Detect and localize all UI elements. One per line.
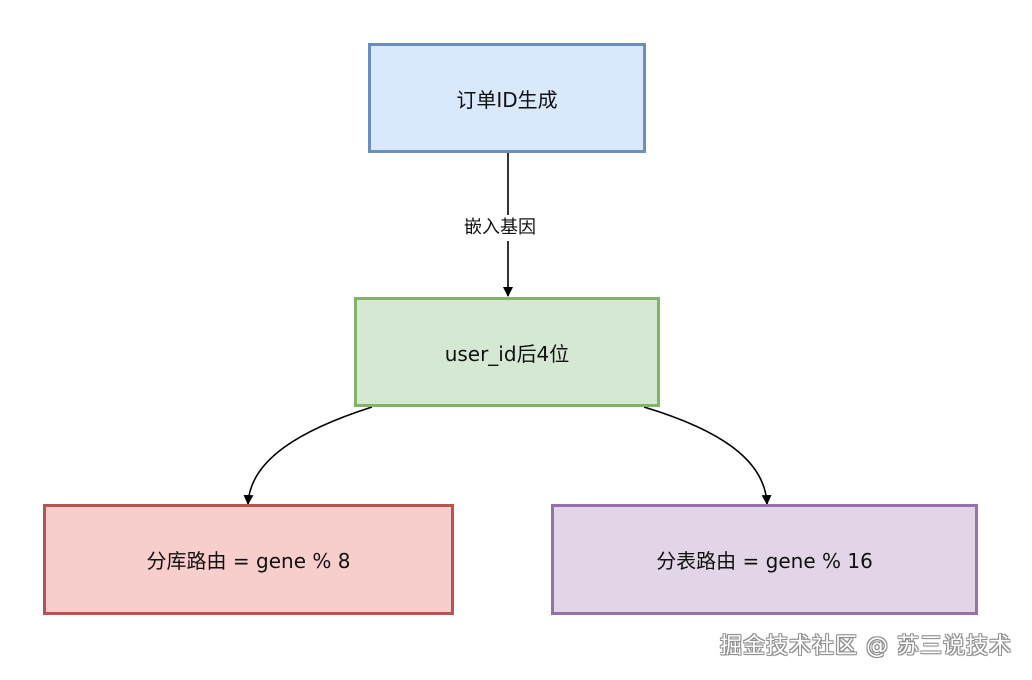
node-user-id-last-4: user_id后4位 bbox=[354, 297, 660, 407]
watermark: 掘金技术社区 @ 苏三说技术 bbox=[720, 634, 1012, 659]
edge-user-to-db bbox=[243, 406, 373, 505]
edge-user-to-table bbox=[643, 406, 772, 505]
node-table-routing: 分表路由 = gene % 16 bbox=[551, 504, 978, 615]
node-db-routing: 分库路由 = gene % 8 bbox=[43, 504, 454, 615]
node-label: user_id后4位 bbox=[444, 341, 570, 366]
edge-label-text: 嵌入基因 bbox=[464, 217, 536, 238]
node-order-id-generation: 订单ID生成 bbox=[368, 43, 646, 153]
node-label: 订单ID生成 bbox=[456, 87, 558, 112]
node-label: 分库路由 = gene % 8 bbox=[146, 549, 351, 573]
edge-label-embed-gene: 嵌入基因 bbox=[460, 215, 540, 241]
node-label: 分表路由 = gene % 16 bbox=[656, 549, 873, 573]
